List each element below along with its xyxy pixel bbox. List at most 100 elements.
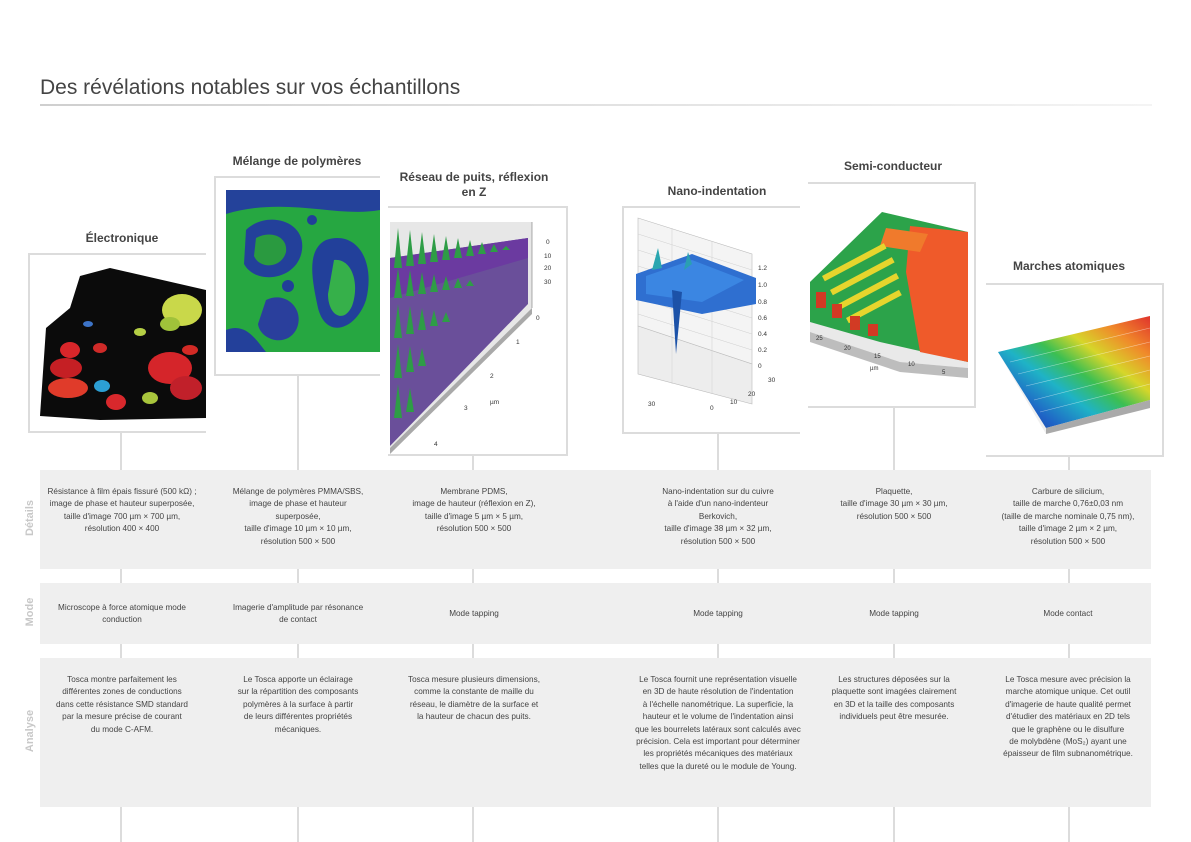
analyse-line: Tosca mesure plusieurs dimensions, — [408, 675, 540, 684]
analyse-line: Les structures déposées sur la — [838, 675, 950, 684]
details-line: à l'aide d'un nano-indenteur — [667, 499, 769, 509]
details-line: taille d'image 30 µm × 30 µm, — [840, 499, 948, 509]
analyse-line: réseau, le diamètre de la surface et — [409, 699, 539, 709]
nano-z-tick: 1.2 — [758, 265, 767, 272]
details-semi: Plaquette, taille d'image 30 µm × 30 µm,… — [812, 486, 976, 523]
card-title-reseau-line2: en Z — [461, 185, 487, 199]
reseau-axis-unit: µm — [490, 399, 499, 406]
analyse-line: par la mesure précise de courant — [62, 712, 182, 722]
mode-line: conduction — [102, 615, 142, 625]
nano-x-tick: 0 — [710, 405, 714, 412]
details-line: image de phase et hauteur — [249, 499, 347, 509]
semi-x-tick: 15 — [874, 354, 881, 360]
analyse-line: les propriétés mécaniques des matériaux — [643, 749, 793, 759]
reseau-x-tick: 0 — [536, 315, 540, 322]
analyse-polymeres: Le Tosca apporte un éclairage sur la rép… — [216, 674, 380, 736]
analyse-line: à l'échelle nanométrique. La superficie,… — [642, 699, 794, 709]
nano-x-tick: 10 — [730, 399, 738, 406]
details-band — [40, 470, 1151, 569]
nano-z-tick: 0.4 — [758, 331, 767, 338]
details-line: Carbure de silicium, — [1031, 487, 1105, 496]
analyse-line: de leurs différentes propriétés — [243, 712, 353, 722]
details-line: Mélange de polymères PMMA/SBS, — [232, 487, 364, 496]
reseau-x-tick: 1 — [516, 339, 520, 346]
analyse-line: individuels peut être mesurée. — [839, 712, 949, 722]
card-title-nano: Nano-indentation — [667, 184, 767, 198]
title-divider — [40, 104, 1152, 106]
mode-line: de contact — [279, 615, 317, 625]
image-electronique — [40, 268, 206, 421]
details-line: superposée, — [275, 511, 321, 521]
details-reseau: Membrane PDMS, image de hauteur (réflexi… — [392, 486, 556, 536]
analyse-line: épaisseur de film subnanométrique. — [1003, 749, 1133, 759]
analyse-line: Le Tosca fournit une représentation visu… — [639, 675, 797, 684]
details-line: résolution 500 × 500 — [260, 536, 336, 546]
card-title-polymeres: Mélange de polymères — [232, 154, 362, 168]
details-polymeres: Mélange de polymères PMMA/SBS, image de … — [216, 486, 380, 548]
image-polymeres — [226, 190, 380, 352]
mode-line: Mode tapping — [869, 609, 919, 618]
analyse-nano: Le Tosca fournit une représentation visu… — [626, 674, 810, 773]
details-line: taille d'image 5 µm × 5 µm, — [424, 511, 524, 521]
analyse-line: Le Tosca apporte un éclairage — [243, 675, 353, 684]
details-line: image de phase et hauteur superposée, — [49, 499, 195, 509]
reseau-x-tick: 2 — [490, 373, 494, 380]
details-line: Plaquette, — [875, 487, 913, 496]
card-title-semi: Semi-conducteur — [843, 159, 942, 173]
details-line: taille d'image 2 µm × 2 µm, — [1018, 524, 1118, 534]
details-marches: Carbure de silicium, taille de marche 0,… — [986, 486, 1150, 548]
semi-x-tick: 5 — [942, 370, 946, 376]
mode-electronique: Microscope à force atomique mode conduct… — [40, 602, 204, 627]
details-line: Membrane PDMS, — [440, 487, 508, 496]
mode-marches: Mode contact — [986, 608, 1150, 620]
analyse-line: de molybdène (MoS₂) ayant une — [1009, 737, 1127, 747]
connector-line — [472, 455, 474, 842]
analyse-line: différentes zones de conductions — [62, 687, 182, 697]
nano-z-tick: 0.2 — [758, 347, 767, 354]
card-title-marches: Marches atomiques — [1012, 259, 1126, 273]
analyse-band — [40, 658, 1151, 807]
details-line: résolution 500 × 500 — [680, 536, 756, 546]
nano-x-tick: 30 — [768, 377, 776, 384]
mode-semi: Mode tapping — [812, 608, 976, 620]
details-line: taille d'image 38 µm × 32 µm, — [664, 524, 772, 534]
analyse-reseau: Tosca mesure plusieurs dimensions, comme… — [392, 674, 556, 724]
nano-z-tick: 0.6 — [758, 315, 767, 322]
semi-x-tick: 25 — [816, 336, 823, 342]
mode-nano: Mode tapping — [636, 608, 800, 620]
mode-line: Mode tapping — [693, 609, 743, 618]
analyse-line: dans cette résistance SMD standard — [56, 699, 188, 709]
analyse-electronique: Tosca montre parfaitement les différente… — [40, 674, 204, 736]
analyse-line: en 3D de haute résolution de l'indentati… — [642, 687, 794, 697]
nano-x-tick: 20 — [748, 391, 756, 398]
mode-band — [40, 583, 1151, 644]
analyse-line: hauteur et le volume de l'indentation ai… — [642, 712, 794, 722]
card-title-reseau: Réseau de puits, réflexion en Z — [388, 170, 560, 200]
details-line: résolution 500 × 500 — [1030, 536, 1106, 546]
analyse-line: d'imagerie de haute qualité permet — [1005, 699, 1131, 709]
nano-z-tick: 0.8 — [758, 299, 767, 306]
details-line: taille d'image 700 µm × 700 µm, — [63, 511, 181, 521]
analyse-line: du mode C-AFM. — [90, 724, 154, 734]
analyse-line: en 3D et la taille des composants — [833, 699, 955, 709]
analyse-line: précision. Cela est important pour déter… — [636, 737, 800, 747]
nano-z-tick: 0 — [758, 363, 762, 370]
analyse-line: Le Tosca mesure avec précision la — [1005, 675, 1131, 684]
details-line: Berkovich, — [698, 511, 738, 521]
details-electronique: Résistance à film épais fissuré (500 kΩ)… — [40, 486, 204, 536]
analyse-line: plaquette sont imagées clairement — [831, 687, 957, 697]
details-line: image de hauteur (réflexion en Z), — [412, 499, 536, 509]
analyse-line: Tosca montre parfaitement les — [67, 675, 177, 684]
mode-reseau: Mode tapping — [392, 608, 556, 620]
details-line: taille de marche 0,76±0,03 nm — [1012, 499, 1124, 509]
details-line: résolution 500 × 500 — [436, 524, 512, 534]
mode-line: Imagerie d'amplitude par résonance — [232, 603, 364, 612]
analyse-line: telles que la dureté ou le module de You… — [639, 761, 797, 771]
mode-line: Mode contact — [1043, 609, 1093, 618]
nano-z-tick: 1.0 — [758, 282, 767, 289]
reseau-x-tick: 3 — [464, 405, 468, 412]
analyse-line: comme la constante de maille du — [414, 687, 534, 697]
details-line: résolution 400 × 400 — [84, 524, 160, 534]
details-line: résolution 500 × 500 — [856, 511, 932, 521]
details-line: taille d'image 10 µm × 10 µm, — [244, 524, 352, 534]
